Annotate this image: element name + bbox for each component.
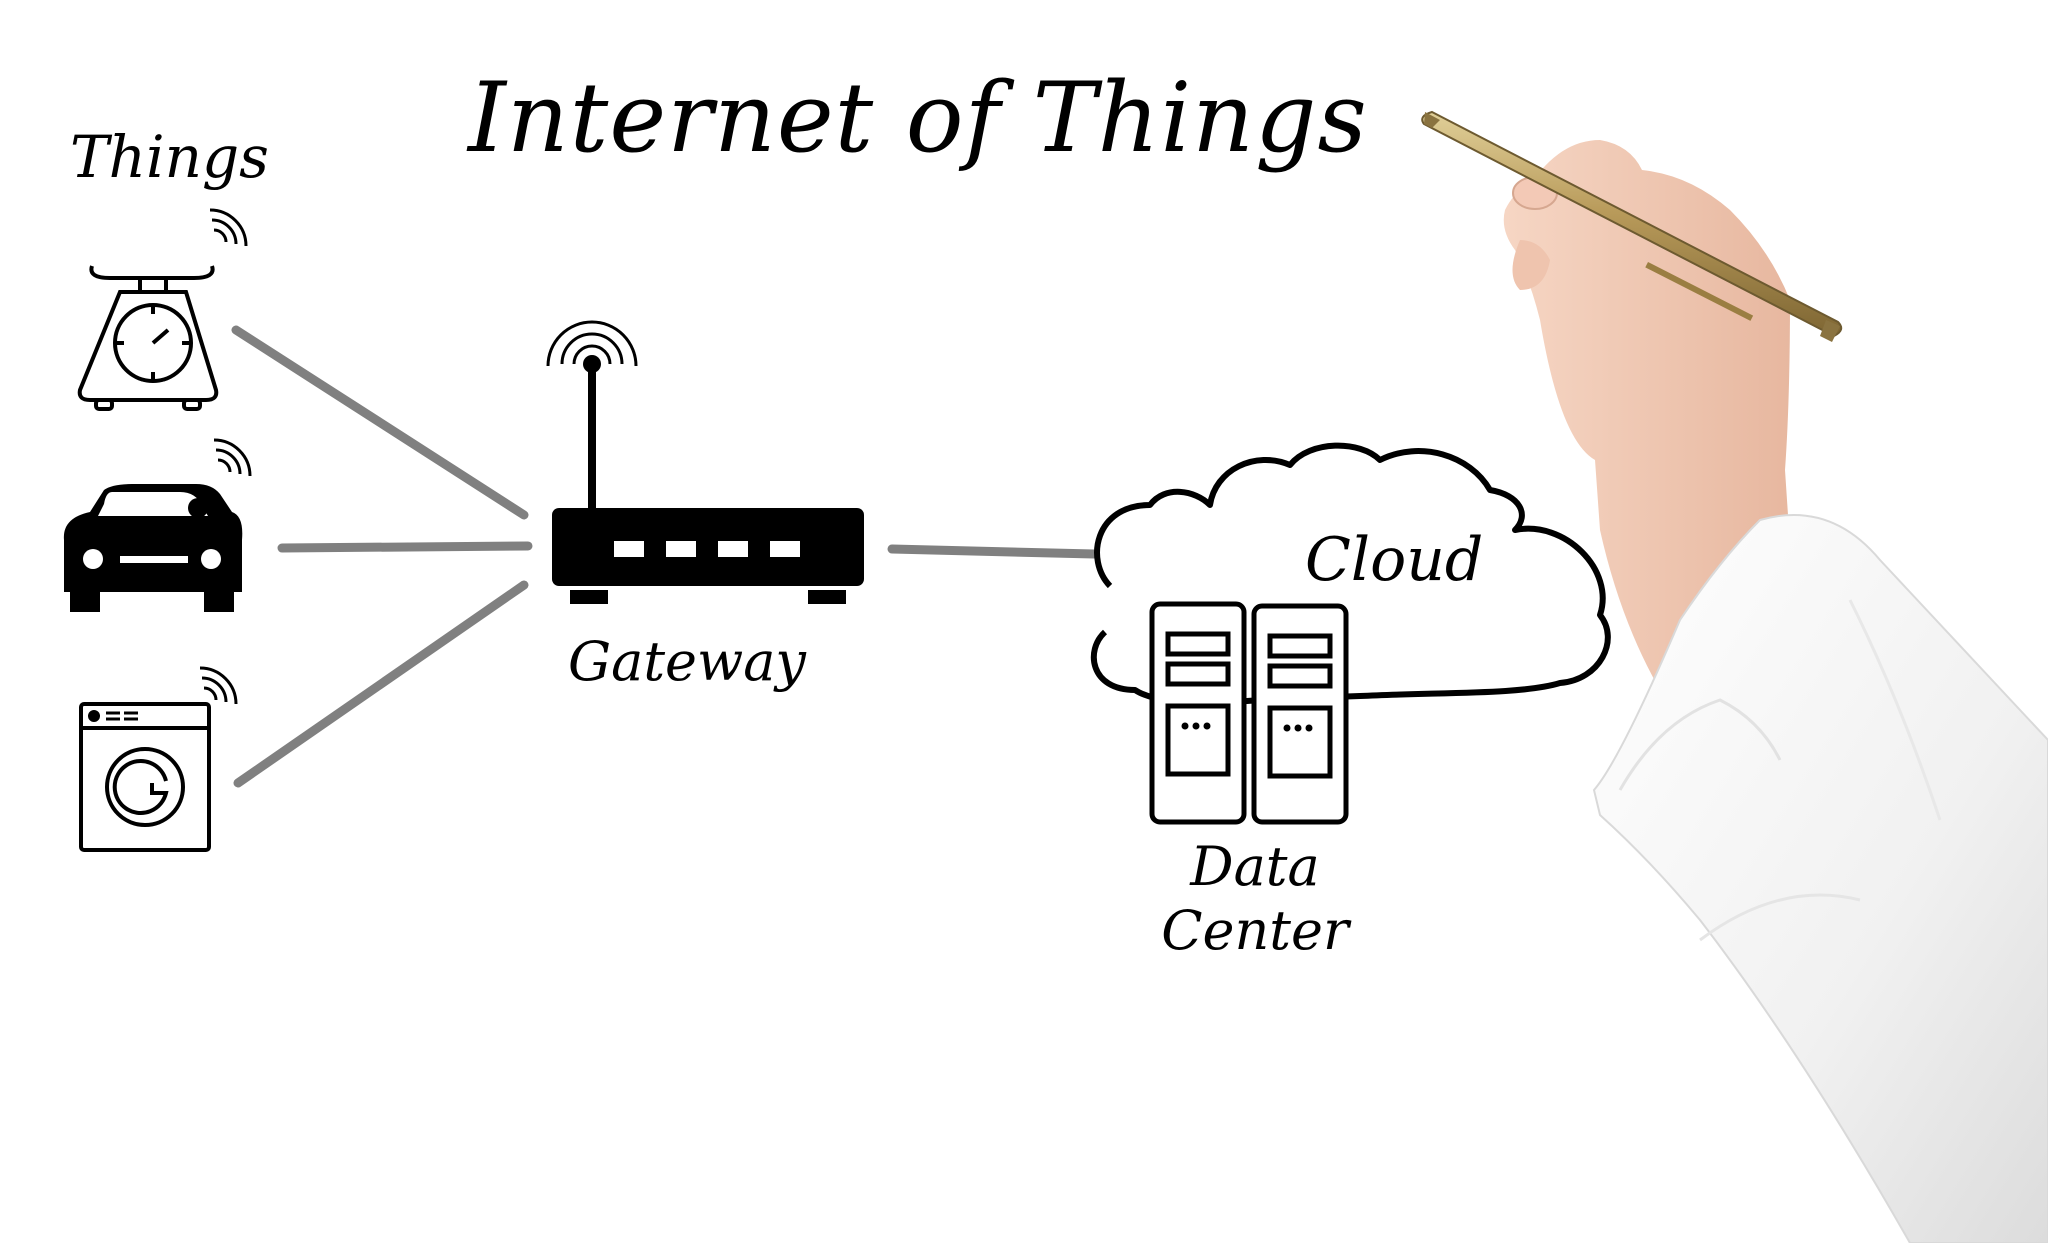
connector-gateway-cloud bbox=[887, 544, 1099, 559]
data-center-label: Data Center bbox=[1150, 835, 1360, 962]
washing-machine-icon bbox=[79, 702, 211, 852]
diagram-title: Internet of Things bbox=[468, 62, 1368, 174]
connector-scale-gateway bbox=[231, 325, 529, 520]
gateway-label: Gateway bbox=[568, 630, 806, 693]
hand-with-pen-image bbox=[1421, 110, 2048, 1243]
data-center-label-line1: Data bbox=[1190, 835, 1320, 898]
connectors bbox=[231, 325, 1099, 788]
wireless-signal-icon bbox=[199, 666, 238, 705]
connector-washer-gateway bbox=[233, 580, 529, 788]
wireless-signal-icon bbox=[209, 208, 248, 247]
data-center-label-line2: Center bbox=[1161, 898, 1349, 962]
car-icon bbox=[63, 484, 243, 612]
gateway-router-icon bbox=[546, 320, 864, 604]
things-label: Things bbox=[70, 123, 269, 191]
connector-car-gateway bbox=[277, 541, 533, 553]
data-center-servers-icon bbox=[1149, 601, 1349, 825]
cloud-label: Cloud bbox=[1305, 525, 1484, 595]
kitchen-scale-icon bbox=[77, 265, 219, 411]
wireless-signal-icon bbox=[213, 438, 252, 477]
